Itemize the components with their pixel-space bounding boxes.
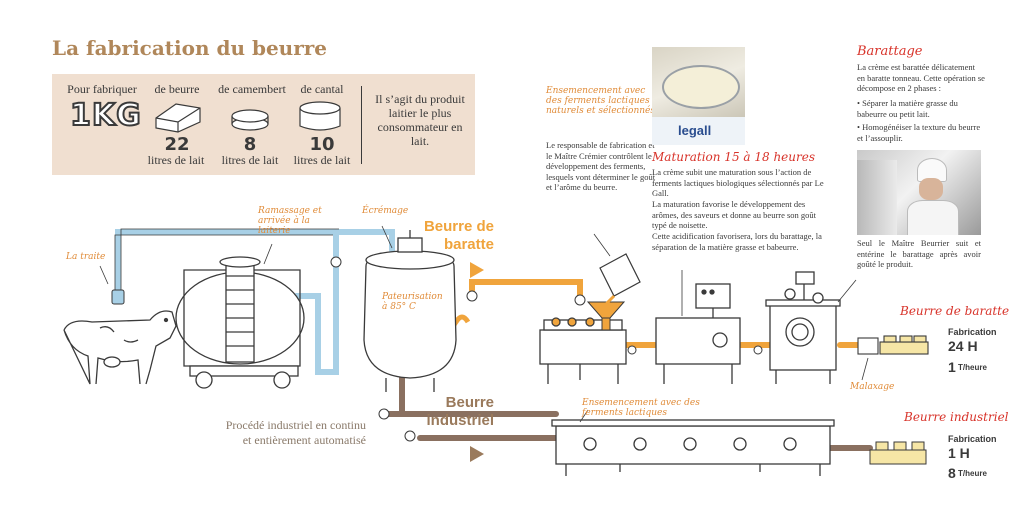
cantal-wheel-icon — [299, 101, 341, 131]
product-number-camembert: 8 — [243, 134, 257, 155]
pasteurisation-label: Pateurisation à 85° C — [382, 292, 443, 312]
arrow-baratte — [470, 262, 484, 278]
kg-label: 1KG — [69, 97, 142, 134]
blue-pipes — [115, 229, 395, 375]
pour-fabriquer-label: Pour fabriquer — [67, 82, 137, 96]
baratte-machine — [765, 271, 841, 384]
product-name-beurre: de beurre — [154, 82, 200, 96]
arrow-industriel — [470, 446, 484, 462]
legall-logo: legall — [678, 123, 712, 138]
barattage-bullet-1: • Séparer la matière grasse du babeurre … — [857, 98, 958, 119]
beurre-industriel-line-label: Beurre industriel — [426, 394, 494, 429]
ramassage-label: Ramassage et arrivée à la laiterie — [258, 206, 322, 236]
industrial-output — [869, 441, 927, 465]
maturation-p3: Cette acidification favorisera, lors du … — [652, 231, 822, 252]
butter-block-icon — [155, 103, 201, 133]
result-baratte-fab-value: 24 H — [948, 338, 978, 354]
brown-pipes — [381, 357, 873, 451]
barattage-p1: La crème est barattée délicatement en ba… — [857, 62, 985, 93]
result-industriel-rate-unit: T/heure — [958, 469, 987, 478]
result-baratte-rate-value: 1 — [948, 359, 956, 375]
result-industriel-fab-value: 1 H — [948, 445, 970, 461]
malaxeur-output — [857, 335, 929, 355]
la-traite-label: La traite — [66, 252, 106, 262]
maturation-p1: La crème subit une maturation sous l’act… — [652, 167, 824, 198]
ferment-pail-icon — [599, 253, 641, 306]
milking-cup-icon — [111, 289, 125, 305]
beurre-de-baratte-line-label: Beurre de baratte — [423, 218, 494, 253]
product-unit-camembert: litres de lait — [221, 153, 279, 167]
result-industriel-fab-label: Fabrication — [948, 434, 997, 444]
info-note: Il s’agit du produit laitier le plus con… — [375, 92, 465, 148]
camembert-icon — [231, 109, 269, 131]
procede-label: Procédé industriel en continu et entière… — [225, 418, 366, 447]
product-name-cantal: de cantal — [300, 82, 344, 96]
cow-illustration — [63, 310, 177, 385]
barattage-heading: Barattage — [857, 44, 923, 59]
legall-pail-photo: legall — [652, 47, 745, 145]
maturation-machine — [655, 283, 741, 384]
barattage-bullet-2: • Homogénéiser la texture du beurre et l… — [857, 122, 981, 143]
industrial-line — [551, 419, 835, 476]
maturation-heading: Maturation 15 à 18 heures — [652, 150, 816, 164]
maturation-p2: La maturation favorise le développement … — [652, 199, 817, 230]
product-unit-beurre: litres de lait — [147, 153, 205, 167]
responsable-text: Le responsable de fabrication et le Maît… — [546, 140, 656, 192]
result-baratte-fab-label: Fabrication — [948, 327, 997, 337]
ensemencement-top-label: Ensemencement avec des ferments lactique… — [546, 86, 656, 116]
product-name-camembert: de camembert — [218, 82, 286, 96]
maitre-beurrier-photo — [857, 150, 981, 235]
page-title: La fabrication du beurre — [52, 36, 328, 60]
callout-lines — [99, 225, 869, 423]
valve-icons — [330, 256, 763, 442]
product-number-beurre: 22 — [164, 134, 190, 155]
malaxage-label: Malaxage — [850, 382, 895, 392]
barattage-p2: Seul le Maître Beurrier suit et entérine… — [857, 238, 981, 269]
product-unit-cantal: litres de lait — [293, 153, 351, 167]
result-industriel-rate-value: 8 — [948, 465, 956, 481]
maturation-cuve — [539, 317, 627, 384]
funnel-icon — [586, 301, 626, 331]
result-baratte-rate-unit: T/heure — [958, 363, 987, 372]
ensemencement-bottom-label: Ensemencement avec des ferments lactique… — [582, 398, 700, 418]
product-number-cantal: 10 — [309, 134, 335, 155]
result-industriel-heading: Beurre industriel — [904, 410, 1009, 424]
tanker-truck — [175, 256, 305, 389]
pasteurisation-tank — [363, 230, 457, 392]
result-baratte-heading: Beurre de baratte — [900, 304, 1010, 318]
info-separator — [361, 86, 362, 164]
ecremage-label: Écrémage — [362, 206, 409, 216]
